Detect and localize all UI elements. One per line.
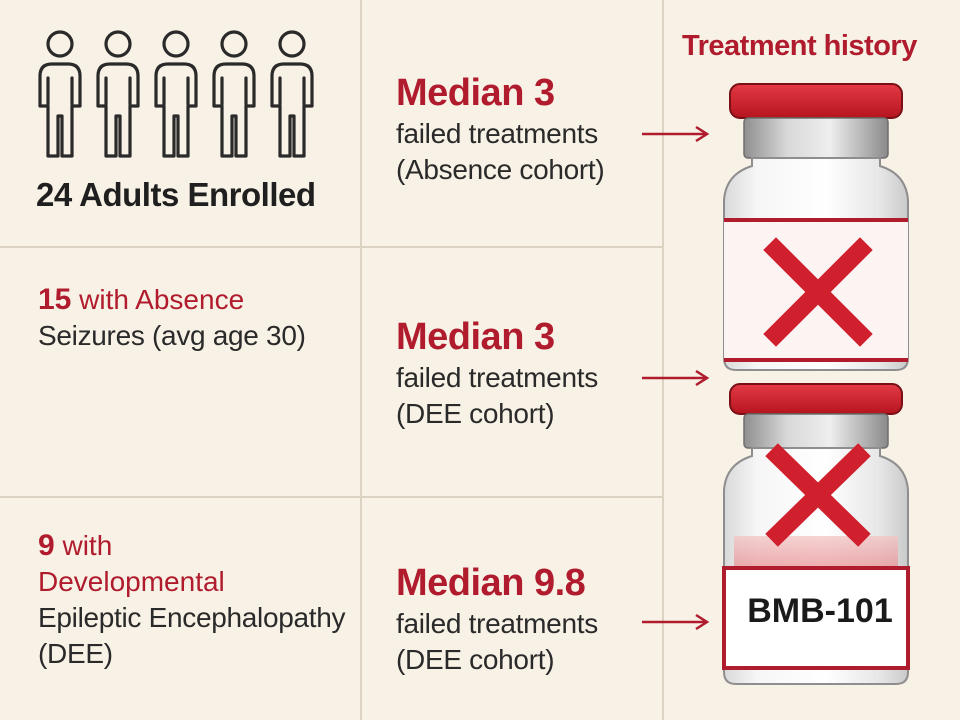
median-value: Median 9.8 [396, 562, 586, 604]
treatment-history-title: Treatment history [682, 30, 917, 62]
absence-cohort-block: 15 with Absence Seizures (avg age 30) [38, 282, 306, 354]
dee-title-line2: Developmental [38, 566, 225, 597]
median-desc-line2: (DEE cohort) [396, 644, 555, 675]
person-icon [96, 30, 140, 158]
vial-stack-illustration [722, 83, 910, 685]
enrolled-count: 24 Adults Enrolled [36, 176, 316, 213]
median-value: Median 3 [396, 72, 555, 114]
dee-cohort-block: 9 with Developmental Epileptic Encephalo… [38, 528, 346, 672]
median-desc-line2: (Absence cohort) [396, 154, 605, 185]
dee-title-text: with [54, 530, 113, 561]
vial-label-bmb101: BMB-101 [747, 592, 893, 630]
divider-horizontal-2 [0, 496, 662, 498]
median-desc-line1: failed treatments [396, 362, 598, 393]
divider-horizontal-1 [0, 246, 662, 248]
arrow-right-icon [642, 369, 710, 387]
median-block-2: Median 3 failed treatments (DEE cohort) [396, 314, 598, 432]
dee-cohort-title: 9 with [38, 528, 345, 564]
median-desc-line2: (DEE cohort) [396, 398, 555, 429]
median-desc-line1: failed treatments [396, 118, 598, 149]
people-icon-group [38, 30, 314, 158]
divider-vertical-1 [360, 0, 362, 720]
person-icon [154, 30, 198, 158]
arrow-right-icon [642, 613, 710, 631]
arrow-right-icon [642, 125, 710, 143]
divider-vertical-2 [662, 0, 664, 720]
median-block-1: Median 3 failed treatments (Absence coho… [396, 70, 605, 188]
absence-title-text: with Absence [71, 284, 245, 315]
median-block-3: Median 9.8 failed treatments (DEE cohort… [396, 560, 598, 678]
person-icon [38, 30, 82, 158]
cross-icon [763, 237, 873, 347]
person-icon [212, 30, 256, 158]
absence-count: 15 [38, 283, 72, 316]
median-value: Median 3 [396, 316, 555, 358]
median-desc-line1: failed treatments [396, 608, 598, 639]
cross-icon [765, 443, 871, 547]
absence-detail: Seizures (avg age 30) [38, 320, 306, 351]
person-icon [270, 30, 314, 158]
dee-title-line3: Epileptic Encephalopathy [38, 602, 346, 633]
vial-1 [723, 83, 909, 371]
vial-2 [722, 383, 910, 685]
dee-count: 9 [38, 529, 55, 562]
dee-title-line4: (DEE) [38, 638, 113, 669]
absence-cohort-title: 15 with Absence [38, 282, 306, 318]
